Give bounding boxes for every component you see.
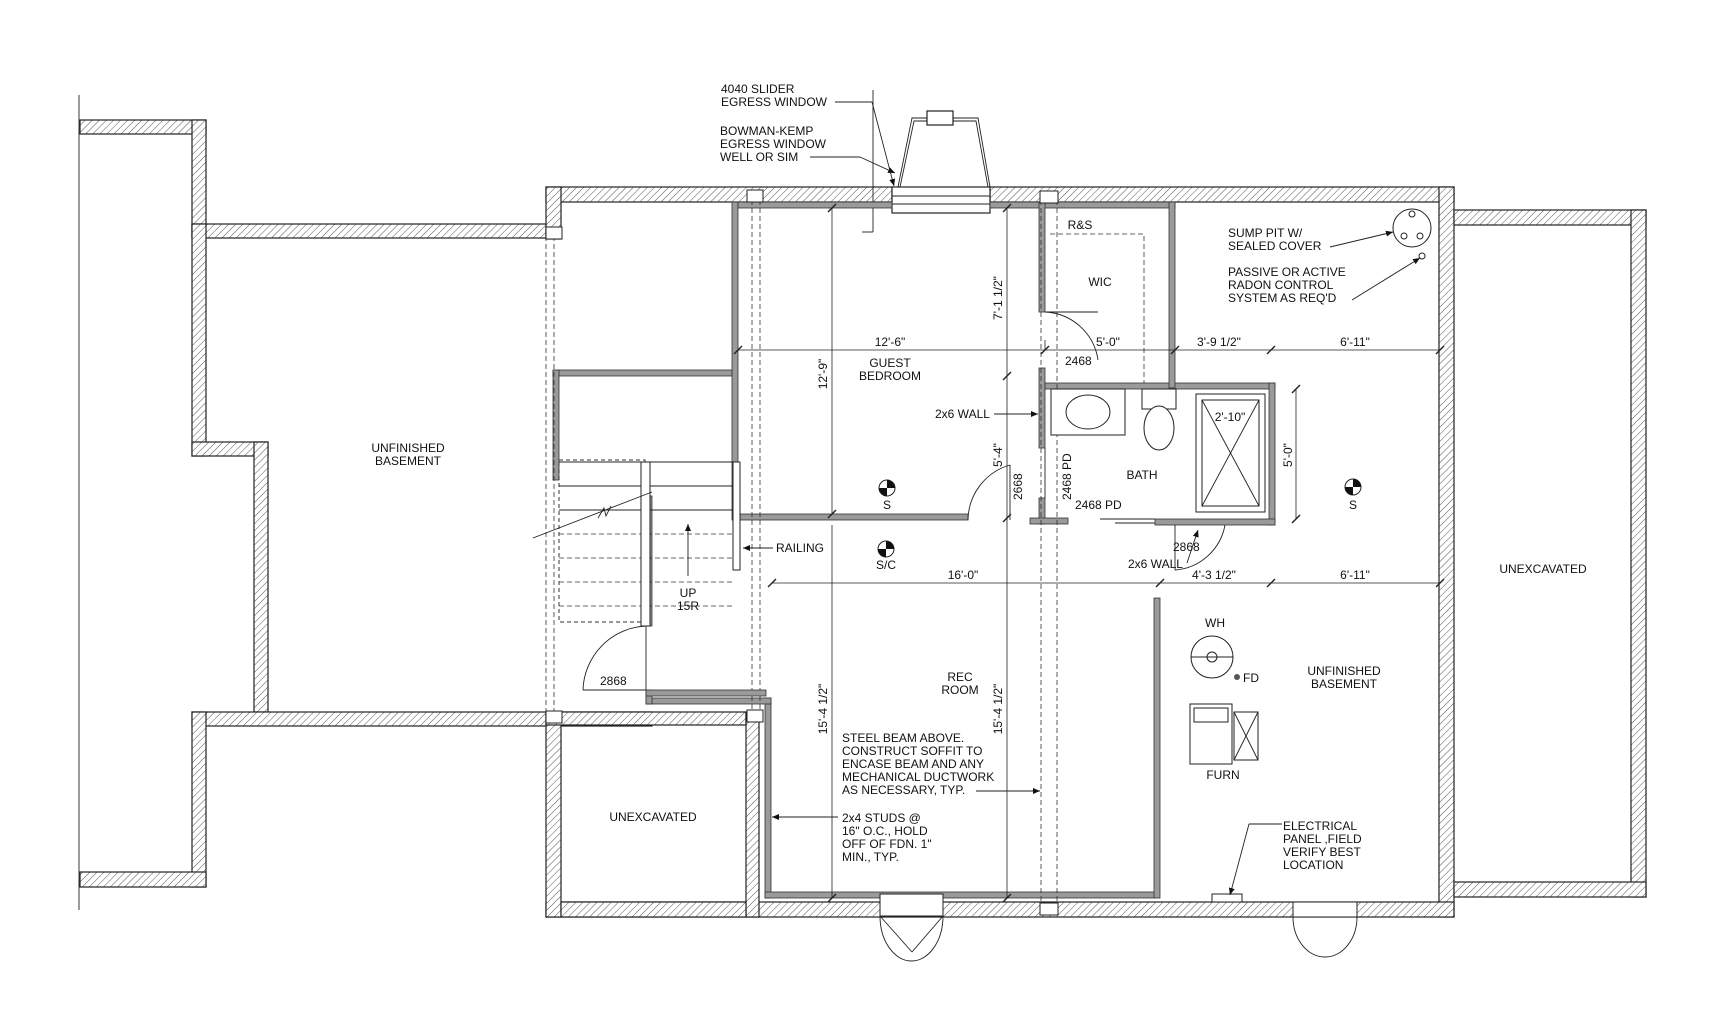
furnace-label: FURN [1206,768,1239,782]
door-2668-label: 2668 [1011,473,1025,500]
room-unexcavated-right: UNEXCAVATED [1499,562,1587,576]
smoke-label-right: S [1349,498,1357,512]
wall-2x6-label-a: 2x6 WALL [935,407,990,421]
dim-12-6: 12'-6" [875,335,906,349]
bath-fixtures [1050,233,1266,513]
smoke-detectors [877,478,1362,558]
dim-5-0-h: 5'-0" [1096,335,1120,349]
right-unexcavated-walls [1453,209,1647,898]
room-rs: R&S [1068,218,1093,232]
fixture-labels: WH FD FURN S S/C S [876,498,1357,782]
dimension-lines [733,203,1445,903]
dim-16-0: 16'-0" [948,568,979,582]
door-2868-stair-label: 2868 [600,674,627,688]
room-bath: BATH [1126,468,1157,482]
dimension-labels: 12'-6" 5'-0" 3'-9 1/2" 6'-11" 16'-0" 4'-… [816,276,1370,734]
door-labels: 2468 2668 2868 2868 2468 PD 2468 PD [600,354,1200,688]
exterior-doors [879,893,1358,962]
floor-drain-label: FD [1243,671,1259,685]
smoke-label-bedroom: S [883,498,891,512]
smoke-co-label: S/C [876,558,896,572]
railing-label: RAILING [776,541,824,555]
dim-5-4: 5'-4" [991,443,1005,467]
mechanical-fixtures [1189,208,1432,903]
egress-window-well [862,90,991,233]
dim-6-11-bot: 6'-11" [1340,568,1370,582]
room-wic: WIC [1088,275,1112,289]
dim-6-11-top: 6'-11" [1340,335,1370,349]
pocket-door-horizontal-label: 2468 PD [1075,498,1122,512]
dim-3-9-half: 3'-9 1/2" [1197,335,1241,349]
stair [532,459,773,697]
dim-4-3-half: 4'-3 1/2" [1192,568,1236,582]
dim-5-0-v: 5'-0" [1281,443,1295,467]
left-basement-walls [78,95,653,910]
dim-15-4-right: 15'-4 1/2" [991,684,1005,735]
door-2868-bath-label: 2868 [1173,540,1200,554]
main-foundation-walls [545,186,1455,918]
interior-walls [552,201,1276,899]
door-2468-label: 2468 [1065,354,1092,368]
dim-7-1-half: 7'-1 1/2" [991,276,1005,320]
steel-beam-lines [545,189,1059,916]
sump-pit-label: SUMP PIT W/SEALED COVER [1228,226,1322,253]
wall-2x6-label-b: 2x6 WALL [1128,557,1183,571]
pocket-door-vertical-label: 2468 PD [1060,453,1074,500]
water-heater-label: WH [1205,616,1225,630]
room-unexcavated-bottom: UNEXCAVATED [609,810,697,824]
dim-2-10: 2'-10" [1215,410,1246,424]
leader-lines [772,101,1421,896]
dim-12-9: 12'-9" [816,359,830,390]
dim-15-4-left: 15'-4 1/2" [816,684,830,735]
door-swings [967,311,1226,571]
